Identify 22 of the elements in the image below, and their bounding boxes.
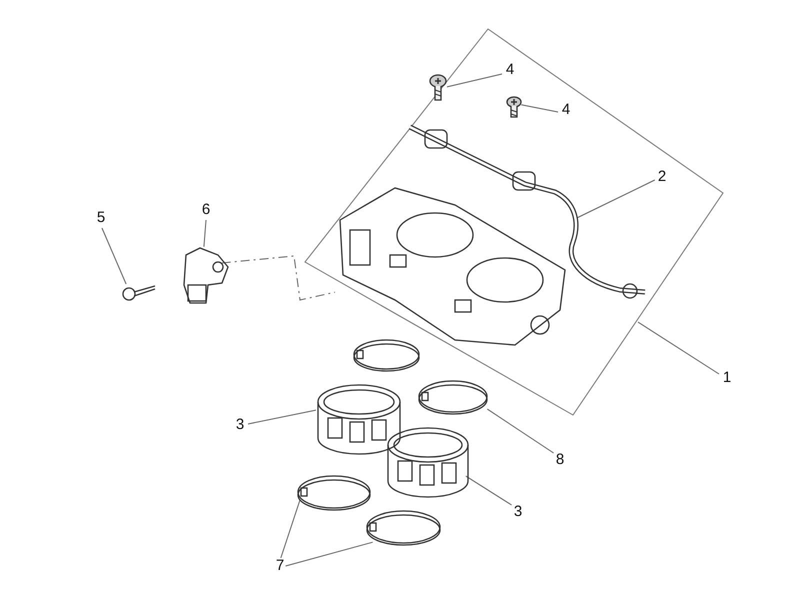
leader-line — [520, 104, 558, 112]
leader-line — [576, 180, 656, 219]
leader-line — [248, 410, 316, 424]
leader-line — [637, 322, 720, 374]
callout-number: 5 — [93, 208, 109, 228]
callout-number: 6 — [198, 200, 214, 220]
callout-number: 4 — [558, 100, 574, 120]
callout-number: 3 — [510, 502, 526, 522]
callout-number: 4 — [502, 60, 518, 80]
leader-line — [446, 74, 502, 88]
leader-line — [280, 499, 300, 558]
leader-line — [203, 220, 206, 248]
leader-line — [101, 228, 127, 284]
leader-line — [486, 408, 554, 454]
leader-line — [285, 542, 374, 566]
assembly-line — [221, 255, 336, 301]
callout-number: 2 — [654, 167, 670, 187]
leader-line — [465, 476, 512, 506]
callout-number: 3 — [232, 415, 248, 435]
callout-number: 1 — [719, 368, 735, 388]
callout-number: 8 — [552, 450, 568, 470]
callout-number: 7 — [272, 556, 288, 576]
